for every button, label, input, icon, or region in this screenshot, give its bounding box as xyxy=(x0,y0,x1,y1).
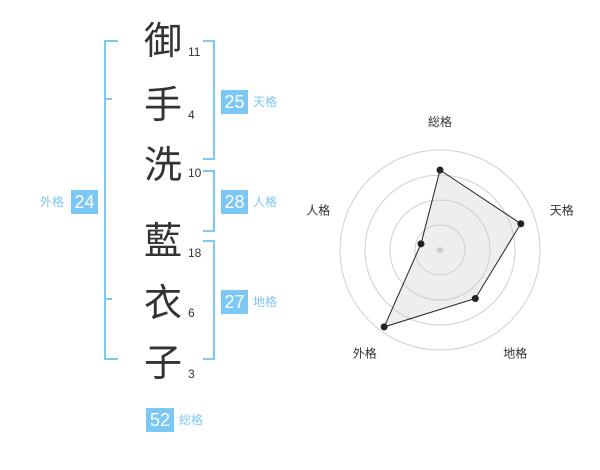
radar-axis-label-2: 天格 xyxy=(550,202,574,217)
jinkaku-bracket-top xyxy=(203,170,215,172)
jinkaku-bracket-bottom xyxy=(203,230,215,232)
name-char-3: 洗 xyxy=(143,143,182,187)
gaikaku-badge: 24 xyxy=(71,190,98,214)
chikaku-bracket-bottom xyxy=(203,358,215,360)
tenkaku-bracket-top xyxy=(203,40,215,42)
chikaku-badge: 27 xyxy=(221,290,248,314)
name-char-6: 子 xyxy=(143,341,182,385)
name-char-4: 藍 xyxy=(143,219,182,263)
jinkaku-bracket-vertical xyxy=(213,170,215,232)
soukaku-label: 総格 xyxy=(179,413,204,427)
gaikaku-label: 外格 xyxy=(40,195,65,209)
radar-point-3 xyxy=(471,295,479,303)
stroke-count-4: 18 xyxy=(188,246,202,260)
name-char-1: 御 xyxy=(143,19,182,63)
chikaku-bracket-top xyxy=(203,240,215,242)
radar-axis-label-4: 外格 xyxy=(353,346,377,361)
radar-ring-4 xyxy=(339,149,541,351)
tenkaku-label: 天格 xyxy=(253,95,278,109)
gaikaku-tick-2 xyxy=(104,298,112,300)
radar-ring-1 xyxy=(414,224,466,276)
stroke-count-1: 11 xyxy=(188,45,201,59)
radar-area xyxy=(383,169,522,328)
radar-ring-2 xyxy=(389,199,491,301)
jinkaku-label: 人格 xyxy=(253,195,278,209)
radar-axis-label-1: 総格 xyxy=(428,114,452,129)
radar-point-4 xyxy=(380,323,388,331)
radar-rings xyxy=(339,149,541,351)
gaikaku-bracket-top xyxy=(104,40,118,42)
name-char-5: 衣 xyxy=(143,281,182,325)
radar-axis-label-5: 人格 xyxy=(306,202,330,217)
chikaku-bracket-vertical xyxy=(213,240,215,360)
jinkaku-badge: 28 xyxy=(221,190,248,214)
radar-point-2 xyxy=(517,220,525,228)
radar-axis-label-3: 地格 xyxy=(503,346,527,361)
radar-center-dot xyxy=(437,247,443,253)
gaikaku-tick-1 xyxy=(104,98,112,100)
tenkaku-badge: 25 xyxy=(221,90,248,114)
gaikaku-bracket-bottom xyxy=(104,358,118,360)
soukaku-badge: 52 xyxy=(146,408,174,432)
radar-ring-3 xyxy=(364,174,516,326)
radar-point-1 xyxy=(436,166,444,174)
stroke-count-3: 10 xyxy=(188,166,202,180)
tenkaku-bracket-vertical xyxy=(213,40,215,160)
chikaku-label: 地格 xyxy=(253,295,278,309)
stroke-count-6: 3 xyxy=(188,367,195,381)
stroke-count-5: 6 xyxy=(188,306,195,320)
tenkaku-bracket-bottom xyxy=(203,158,215,160)
radar-point-5 xyxy=(417,240,425,248)
gaikaku-bracket-vertical xyxy=(104,40,106,360)
stroke-count-2: 4 xyxy=(188,108,195,122)
name-char-2: 手 xyxy=(143,83,182,127)
